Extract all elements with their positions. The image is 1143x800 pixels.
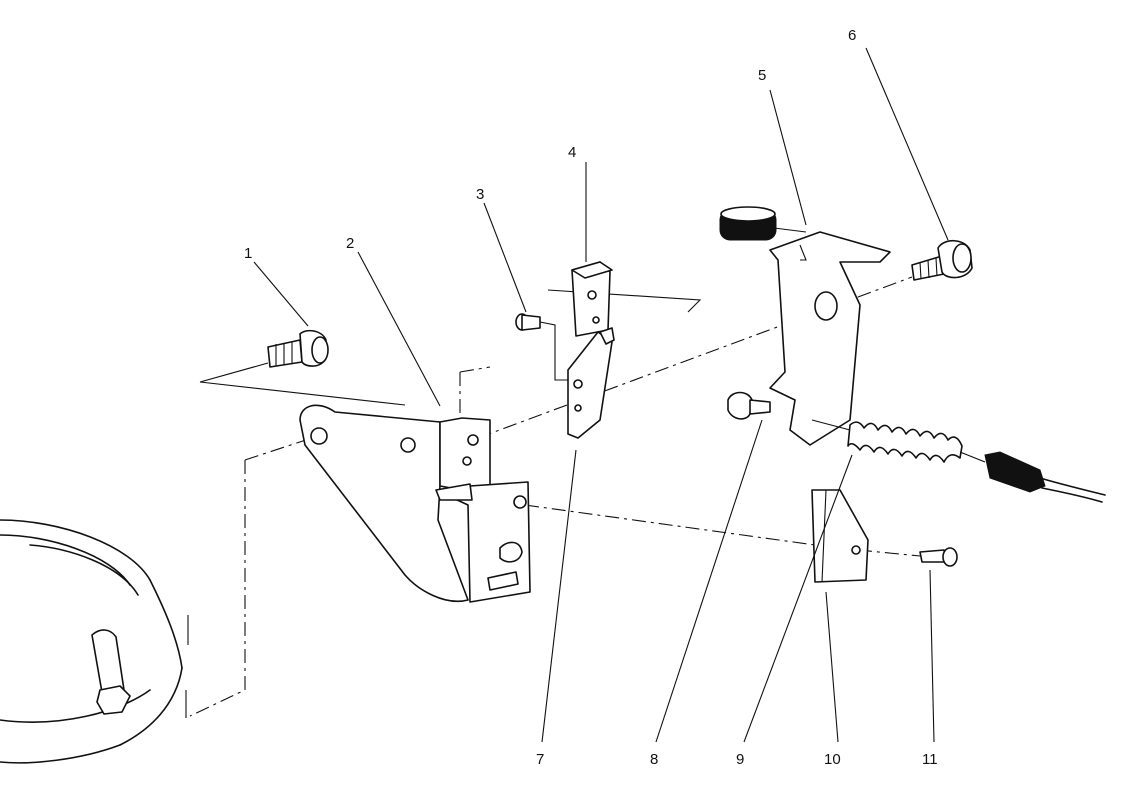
callout-11: 11 bbox=[922, 751, 938, 768]
callout-4: 4 bbox=[568, 144, 576, 161]
engine-housing bbox=[0, 519, 189, 764]
callout-2: 2 bbox=[346, 235, 354, 252]
callout-9: 9 bbox=[736, 751, 744, 768]
part-10-plate bbox=[811, 489, 869, 583]
part-11-screw bbox=[919, 547, 958, 567]
callout-5: 5 bbox=[758, 67, 766, 84]
part-6-bolt bbox=[911, 239, 973, 281]
part-1-bolt bbox=[267, 329, 329, 368]
part-7-lever-plate bbox=[567, 327, 615, 439]
callout-1: 1 bbox=[244, 245, 252, 262]
callout-6: 6 bbox=[848, 27, 856, 44]
callout-8: 8 bbox=[650, 751, 658, 768]
part-5-control-lever bbox=[719, 206, 891, 446]
callout-3: 3 bbox=[476, 186, 484, 203]
part-4-clip bbox=[571, 261, 613, 337]
part-2-mounting-bracket bbox=[299, 404, 531, 603]
part-9-cable-spring bbox=[811, 419, 1106, 503]
callout-labels: 1 2 3 4 5 6 7 8 9 10 11 bbox=[244, 27, 938, 768]
part-8-knob bbox=[727, 391, 771, 420]
callout-10: 10 bbox=[824, 751, 841, 768]
part-3-pin bbox=[515, 313, 541, 331]
leader-lines bbox=[253, 47, 949, 743]
callout-7: 7 bbox=[536, 751, 544, 768]
